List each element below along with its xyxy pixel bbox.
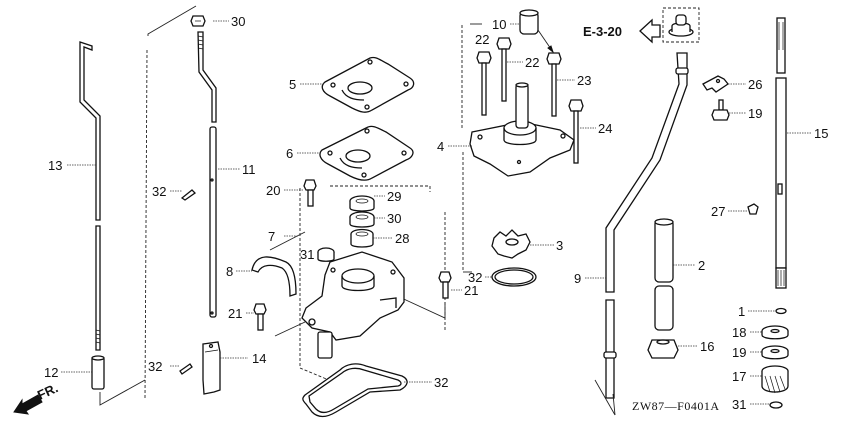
callout-19[interactable]: 19: [732, 345, 746, 360]
assembly-frame-housing: [461, 23, 482, 273]
callout-7[interactable]: 7: [268, 229, 275, 244]
part-22-stud-bolt-a[interactable]: [476, 51, 492, 116]
callout-28[interactable]: 32: [468, 270, 482, 285]
callout-16[interactable]: 16: [700, 339, 714, 354]
front-label: FR.: [35, 380, 60, 402]
callout-6[interactable]: 6: [286, 146, 293, 161]
callout-14[interactable]: 14: [252, 351, 266, 366]
part-6-liner-plate[interactable]: [319, 125, 414, 181]
callout-1[interactable]: 1: [738, 304, 745, 319]
callout-18[interactable]: 18: [732, 325, 746, 340]
part-22-stud-bolt-c[interactable]: [546, 52, 562, 117]
callout-12[interactable]: 12: [44, 365, 58, 380]
callouts: 30 13 11 32 12 32 14 8 21 7 20 5 6 29 30…: [44, 14, 828, 412]
reference-inset-box: [662, 7, 700, 43]
callout-23[interactable]: 26: [748, 77, 762, 92]
callout-2[interactable]: 2: [698, 258, 705, 273]
part-14-shift-rod-holder[interactable]: [202, 341, 221, 395]
callout-25[interactable]: 28: [395, 231, 409, 246]
reference-label[interactable]: E-3-20: [583, 24, 622, 39]
part-7-pump-case[interactable]: [301, 251, 405, 359]
part-10-seal-rubber[interactable]: [519, 9, 555, 54]
callout-3[interactable]: 3: [556, 238, 563, 253]
callout-10[interactable]: 10: [492, 17, 506, 32]
callout-30[interactable]: 30: [231, 14, 245, 29]
callout-15[interactable]: 15: [814, 126, 828, 141]
callout-8[interactable]: 8: [226, 264, 233, 279]
part-31-circlip[interactable]: [769, 401, 783, 409]
callout-32-lower[interactable]: 32: [148, 359, 162, 374]
left-outline-arrow-icon: [639, 18, 661, 44]
callout-13[interactable]: 13: [48, 158, 62, 173]
front-direction-arrow-icon: FR.: [13, 380, 60, 415]
part-18-thrust-washer[interactable]: [761, 325, 789, 340]
part-12-rod-joint[interactable]: [91, 355, 105, 390]
callout-20[interactable]: 19: [748, 106, 762, 121]
part-26-oil-seal-upper[interactable]: [349, 195, 375, 212]
part-32-pin-lower[interactable]: [179, 363, 193, 375]
callout-32-upper[interactable]: 32: [152, 184, 166, 199]
part-21-bolt-mid[interactable]: [253, 303, 267, 331]
assembly-frame-rod: [99, 5, 197, 406]
callout-22-a[interactable]: 22: [475, 32, 489, 47]
part-25-bearing[interactable]: [350, 228, 374, 248]
assembly-frame-pump-case: [269, 185, 446, 394]
callout-26-upper[interactable]: 29: [387, 189, 401, 204]
part-23-retaining-plate[interactable]: [702, 75, 729, 93]
part-13-upper-shift-rod[interactable]: [79, 41, 101, 351]
part-16-tube-grommet[interactable]: [647, 339, 679, 359]
callout-22-b[interactable]: 22: [525, 55, 539, 70]
part-20-bolt[interactable]: [711, 99, 730, 121]
part-21-bolt-top[interactable]: [303, 179, 317, 207]
callout-11[interactable]: 11: [242, 162, 256, 177]
part-11-shift-rod[interactable]: [197, 31, 217, 318]
part-19-shim[interactable]: [761, 345, 789, 360]
callout-22-c[interactable]: 23: [577, 73, 591, 88]
part-3-impeller[interactable]: [491, 229, 531, 259]
part-8-grommet-handle[interactable]: [251, 256, 297, 297]
part-26-oil-seal-lower[interactable]: [349, 211, 375, 228]
callout-22-d[interactable]: 24: [598, 121, 612, 136]
part-29-case-gasket[interactable]: [302, 363, 408, 418]
part-9-water-tube[interactable]: [594, 52, 689, 416]
part-32-pin-upper[interactable]: [180, 189, 197, 201]
part-17-drive-gear[interactable]: [761, 365, 789, 394]
drawing-code: ZW87—F0401A: [632, 399, 720, 413]
callout-31[interactable]: 31: [732, 397, 746, 412]
callout-21-mid[interactable]: 21: [228, 306, 242, 321]
part-15-vertical-shaft[interactable]: [775, 17, 787, 289]
part-30-nut[interactable]: [190, 15, 206, 27]
callout-27[interactable]: 31: [300, 247, 314, 262]
part-28-o-ring[interactable]: [491, 267, 537, 287]
part-2-sleeve[interactable]: [654, 218, 674, 331]
part-27-oil-seal-small[interactable]: [317, 247, 335, 262]
callout-17[interactable]: 17: [732, 369, 746, 384]
part-1-circlip[interactable]: [775, 307, 787, 315]
callout-4[interactable]: 4: [437, 139, 444, 154]
callout-5[interactable]: 5: [289, 77, 296, 92]
part-4-pump-housing[interactable]: [469, 82, 575, 177]
part-22-stud-bolt-d[interactable]: [568, 99, 584, 164]
part-22-stud-bolt-b[interactable]: [496, 37, 512, 102]
callout-24[interactable]: 27: [711, 204, 725, 219]
part-21-bolt-right[interactable]: [438, 271, 452, 299]
part-5-gasket-plate[interactable]: [321, 56, 415, 113]
callout-21-top[interactable]: 20: [266, 183, 280, 198]
part-24-key[interactable]: [747, 203, 759, 215]
callout-21-right[interactable]: 21: [464, 283, 478, 298]
callout-9[interactable]: 9: [574, 271, 581, 286]
callout-26-lower[interactable]: 30: [387, 211, 401, 226]
callout-29[interactable]: 32: [434, 375, 448, 390]
